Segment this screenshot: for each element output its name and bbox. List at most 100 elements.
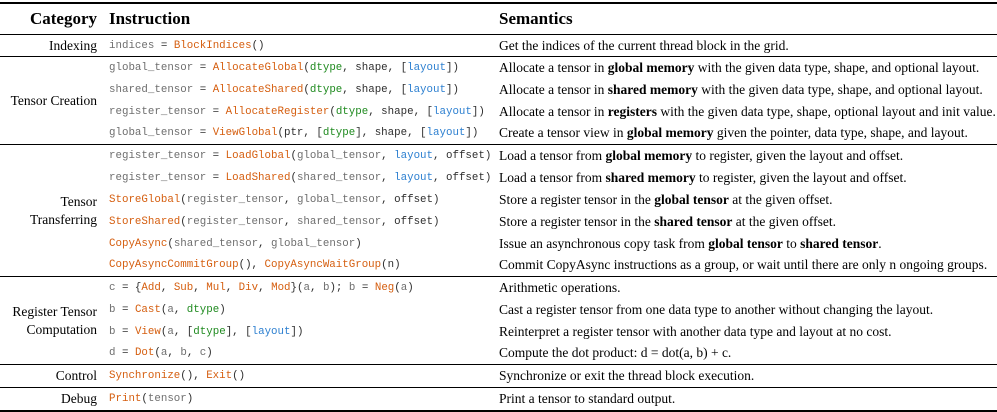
category-register-tensor-line1: Register Tensor <box>12 303 97 319</box>
code-text: , <box>381 171 395 184</box>
code-text: (), <box>180 370 207 382</box>
instruction-cell: c = {Add, Sub, Mul, Div, Mod}(a, b); b =… <box>109 276 499 299</box>
function-token: Sub <box>173 281 194 294</box>
semantics-text: . <box>878 235 882 251</box>
variable-token: c <box>199 347 207 360</box>
semantics-cell: Synchronize or exit the thread block exe… <box>499 364 997 388</box>
variable-token: b <box>322 281 330 294</box>
function-token: BlockIndices <box>173 39 252 52</box>
semantics-cell: Allocate a tensor in global memory with … <box>499 56 997 79</box>
variable-token: shared_tensor <box>109 83 194 96</box>
header-row: Category Instruction Semantics <box>0 3 997 35</box>
code-text: , offset) <box>433 149 492 162</box>
code-text: ( <box>303 61 310 74</box>
category-register-tensor-line2: Computation <box>26 321 98 337</box>
code-text: , <box>258 281 272 294</box>
emphasis-text: shared tensor <box>800 235 879 251</box>
semantics-text: Store a register tensor in the <box>499 213 655 229</box>
semantics-text: to register, given the layout and offset… <box>695 169 907 185</box>
variable-token: shared_tensor <box>296 215 382 228</box>
code-text: ], shape, [ <box>355 127 427 140</box>
semantics-cell: Cast a register tensor from one data typ… <box>499 299 997 321</box>
instruction-cell: b = Cast(a, dtype) <box>109 299 499 321</box>
layout-token: layout <box>433 105 472 118</box>
semantics-cell: Commit CopyAsync instructions as a group… <box>499 255 997 277</box>
variable-token: a <box>400 281 408 294</box>
code-text: = <box>206 149 226 162</box>
code-text: = <box>115 325 135 338</box>
semantics-cell: Compute the dot product: d = dot(a, b) +… <box>499 343 997 365</box>
category-debug: Debug <box>0 387 109 412</box>
code-text: ( <box>160 325 168 338</box>
dtype-token: dtype <box>322 127 356 140</box>
emphasis-text: global tensor <box>708 235 783 251</box>
code-text: , <box>225 281 239 294</box>
function-token: CopyAsyncWaitGroup <box>264 259 382 272</box>
code-text: , [ <box>173 325 194 338</box>
emphasis-text: shared tensor <box>654 213 733 229</box>
code-text: () <box>251 39 265 52</box>
semantics-text: Allocate a tensor in <box>499 81 608 97</box>
function-token: CopyAsyncCommitGroup <box>109 259 239 272</box>
semantics-cell: Get the indices of the current thread bl… <box>499 34 997 57</box>
semantics-text: given the pointer, data type, shape, and… <box>713 125 968 141</box>
code-text: ( <box>329 105 336 118</box>
semantics-cell: Reinterpret a register tensor with anoth… <box>499 321 997 343</box>
table-row: Tensor Creation global_tensor = Allocate… <box>0 56 997 145</box>
variable-token: c <box>109 281 116 294</box>
header-semantics: Semantics <box>499 9 573 28</box>
variable-token: a <box>167 325 174 338</box>
variable-token: global_tensor <box>271 237 356 250</box>
variable-token: register_tensor <box>109 149 207 162</box>
code-text: ( <box>180 215 187 228</box>
variable-token: global_tensor <box>296 193 382 206</box>
layout-token: layout <box>251 325 291 338</box>
semantics-cell: Create a tensor view in global memory gi… <box>499 123 997 145</box>
code-text: = <box>115 303 135 316</box>
semantics-cell: Issue an asynchronous copy task from glo… <box>499 233 997 255</box>
code-text: ( <box>290 171 297 184</box>
semantics-cell: Allocate a tensor in registers with the … <box>499 101 997 123</box>
code-text: = <box>206 171 226 184</box>
function-token: CopyAsync <box>109 237 168 250</box>
category-control: Control <box>0 364 109 388</box>
layout-token: layout <box>407 61 446 74</box>
semantics-text: to register, given the layout and offset… <box>692 147 904 163</box>
code-text: , <box>186 347 200 360</box>
code-text: ]) <box>290 325 304 338</box>
category-indexing: Indexing <box>0 34 109 57</box>
code-text: ( <box>303 83 310 96</box>
emphasis-text: global memory <box>605 147 693 163</box>
function-token: Cast <box>134 303 161 316</box>
code-text: = <box>355 281 375 294</box>
dtype-token: dtype <box>335 105 369 118</box>
table-row: Register Tensor Computation c = {Add, Su… <box>0 276 997 365</box>
variable-token: shared_tensor <box>296 171 382 184</box>
semantics-cell: Load a tensor from global memory to regi… <box>499 144 997 167</box>
table-row: CopyAsync(shared_tensor, global_tensor) … <box>0 233 997 255</box>
table-row: StoreGlobal(register_tensor, global_tens… <box>0 189 997 211</box>
semantics-cell: Store a register tensor in the global te… <box>499 189 997 211</box>
layout-token: layout <box>394 149 434 162</box>
function-token: AllocateGlobal <box>212 61 304 74</box>
function-token: Neg <box>374 281 395 294</box>
semantics-text: Commit CopyAsync instructions as a group… <box>499 257 988 273</box>
table-row: shared_tensor = AllocateShared(dtype, sh… <box>0 79 997 101</box>
layout-token: layout <box>407 83 446 96</box>
code-text: ( <box>394 281 401 294</box>
semantics-text: Compute the dot product: d = dot(a, b) +… <box>499 345 732 361</box>
category-tensor-creation: Tensor Creation <box>0 56 109 145</box>
table-row: CopyAsyncCommitGroup(), CopyAsyncWaitGro… <box>0 255 997 277</box>
semantics-text: Store a register tensor in the <box>499 191 655 207</box>
semantics-cell: Arithmetic operations. <box>499 276 997 299</box>
code-text: = <box>115 347 135 360</box>
dtype-token: dtype <box>309 61 343 74</box>
semantics-text: Reinterpret a register tensor with anoth… <box>499 323 892 339</box>
code-text: , <box>258 237 272 250</box>
table-row: global_tensor = ViewGlobal(ptr, [dtype],… <box>0 123 997 145</box>
instruction-cell: CopyAsyncCommitGroup(), CopyAsyncWaitGro… <box>109 255 499 277</box>
code-text: }( <box>290 281 304 294</box>
variable-token: shared_tensor <box>173 237 259 250</box>
instruction-cell: StoreGlobal(register_tensor, global_tens… <box>109 189 499 211</box>
variable-token: d <box>109 347 116 360</box>
